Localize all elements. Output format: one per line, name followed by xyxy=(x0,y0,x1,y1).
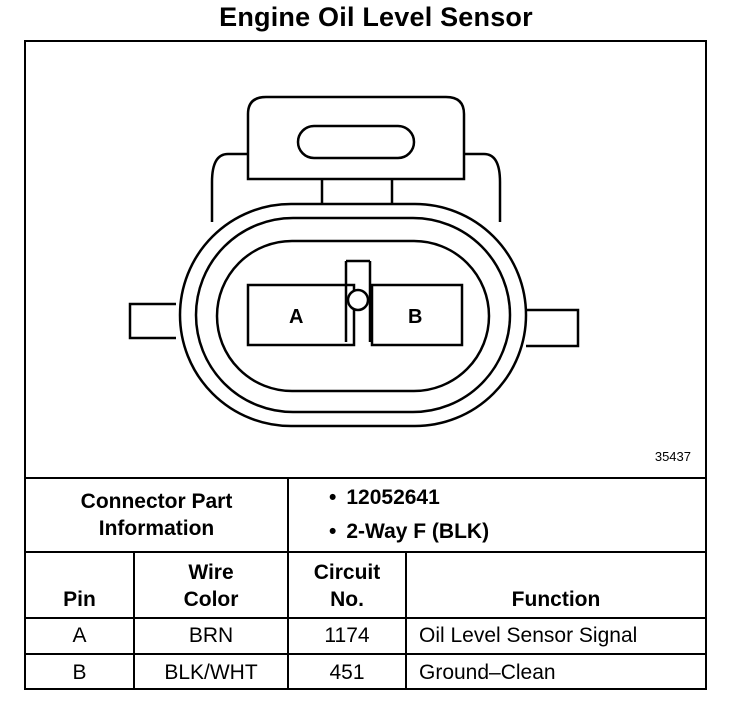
circuit-cell: 451 xyxy=(287,653,407,690)
circuit-cell: 1174 xyxy=(287,617,407,655)
connector-info-table: Connector Part Information 12052641 2-Wa… xyxy=(26,477,706,690)
middle-shell xyxy=(194,216,512,414)
table-row: B BLK/WHT 451 Ground–Clean xyxy=(26,653,706,690)
pin-cell: A xyxy=(26,617,135,655)
wire-color-cell: BRN xyxy=(133,617,289,655)
left-ear xyxy=(128,302,176,340)
right-ear xyxy=(526,308,580,348)
pin-cell: B xyxy=(26,653,135,690)
pin-b-label: B xyxy=(408,306,423,328)
function-cell: Ground–Clean xyxy=(404,653,706,690)
pin-a-label: A xyxy=(289,306,304,328)
latch-slot xyxy=(296,124,416,160)
center-key xyxy=(344,259,372,342)
pin-header: Pin xyxy=(26,551,135,619)
wire-color-header: Wire Color xyxy=(133,551,289,619)
function-header: Function xyxy=(404,551,706,619)
connector-type: 2-Way F (BLK) xyxy=(329,515,705,549)
wire-color-cell: BLK/WHT xyxy=(133,653,289,690)
header-row: Pin Wire Color Circuit No. Function xyxy=(26,551,706,619)
cavity-a xyxy=(246,283,356,347)
figure-number: 35437 xyxy=(654,449,691,464)
housing-body xyxy=(210,152,502,222)
function-cell: Oil Level Sensor Signal xyxy=(404,617,706,655)
connector-part-row: Connector Part Information 12052641 2-Wa… xyxy=(26,477,706,553)
inner-shell xyxy=(215,239,491,393)
connector-part-values: 12052641 2-Way F (BLK) xyxy=(286,477,706,553)
connector-sheet: A B 35437 Connector Part Information 120… xyxy=(24,40,707,690)
latch-tab xyxy=(246,95,466,181)
table-row: A BRN 1174 Oil Level Sensor Signal xyxy=(26,617,706,655)
cavity-b xyxy=(370,283,464,347)
connector-diagram: A B 35437 xyxy=(26,42,705,477)
page-title: Engine Oil Level Sensor xyxy=(219,2,533,32)
connector-part-label: Connector Part Information xyxy=(26,477,289,553)
part-number: 12052641 xyxy=(329,481,705,515)
circuit-header: Circuit No. xyxy=(287,551,407,619)
connector-drawing xyxy=(128,95,580,428)
